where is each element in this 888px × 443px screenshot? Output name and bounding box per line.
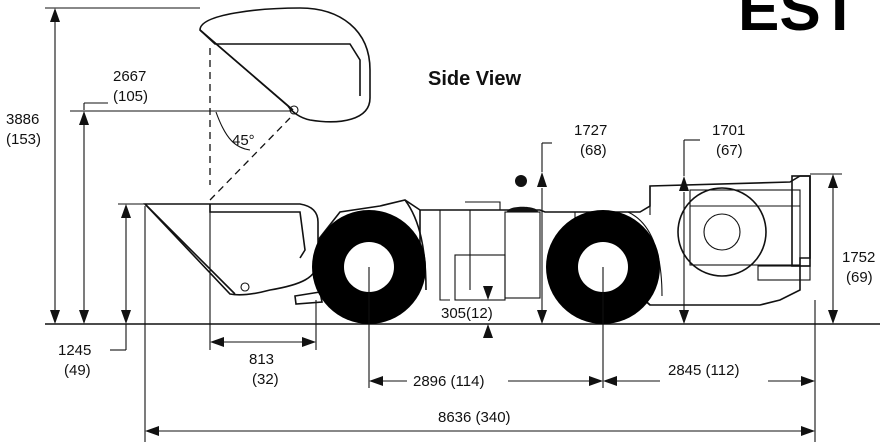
dim-ground-clearance-label: 305(12) [441,305,493,322]
dim-rear-height-1701-mm: 1701 [712,122,745,139]
dim-rear-height-1701-in: (67) [716,142,743,159]
dim-bucket-reach-in: (32) [252,371,279,388]
dim-bucket-reach [209,205,317,350]
brand-text: EST [738,0,859,44]
dim-overall-height [45,7,200,324]
dim-rear-height-1752 [810,173,842,324]
dim-overall-length [144,206,815,442]
dim-rear-height-1752-mm: 1752 [842,249,875,266]
view-title: Side View [428,68,521,90]
dim-raised-pivot-in: (105) [113,88,148,105]
dim-overall-height-mm: 3886 [6,111,39,128]
dim-raised-pivot-mm: 2667 [113,68,146,85]
dim-wheelbase-rear [603,300,816,442]
dim-rear-height-1701 [679,139,700,324]
angle-arc [215,111,251,151]
lowered-bucket [143,203,323,305]
dim-overall-length-label: 8636 (340) [438,409,511,426]
dim-rear-height-1727-mm: 1727 [574,122,607,139]
dim-raised-pivot [70,102,292,324]
tilt-guide-line [209,117,291,201]
beacon-icon [515,175,527,187]
dim-bucket-height-in: (49) [64,362,91,379]
angle-label: 45° [232,132,255,149]
dim-bucket-height [110,203,145,351]
dim-wheelbase-front [368,267,604,388]
dim-rear-height-1752-in: (69) [846,269,873,286]
dim-ground-clearance [478,286,498,338]
dim-bucket-height-mm: 1245 [58,342,91,359]
raised-bucket [199,7,371,123]
dim-rear-height-1727-in: (68) [580,142,607,159]
dim-overall-height-in: (153) [6,131,41,148]
dim-bucket-reach-mm: 813 [249,351,274,368]
dim-wheelbase-front-label: 2896 (114) [413,373,484,390]
dim-wheelbase-rear-label: 2845 (112) [668,362,739,379]
dim-rear-height-1727 [537,142,552,324]
loader-body [317,175,811,306]
